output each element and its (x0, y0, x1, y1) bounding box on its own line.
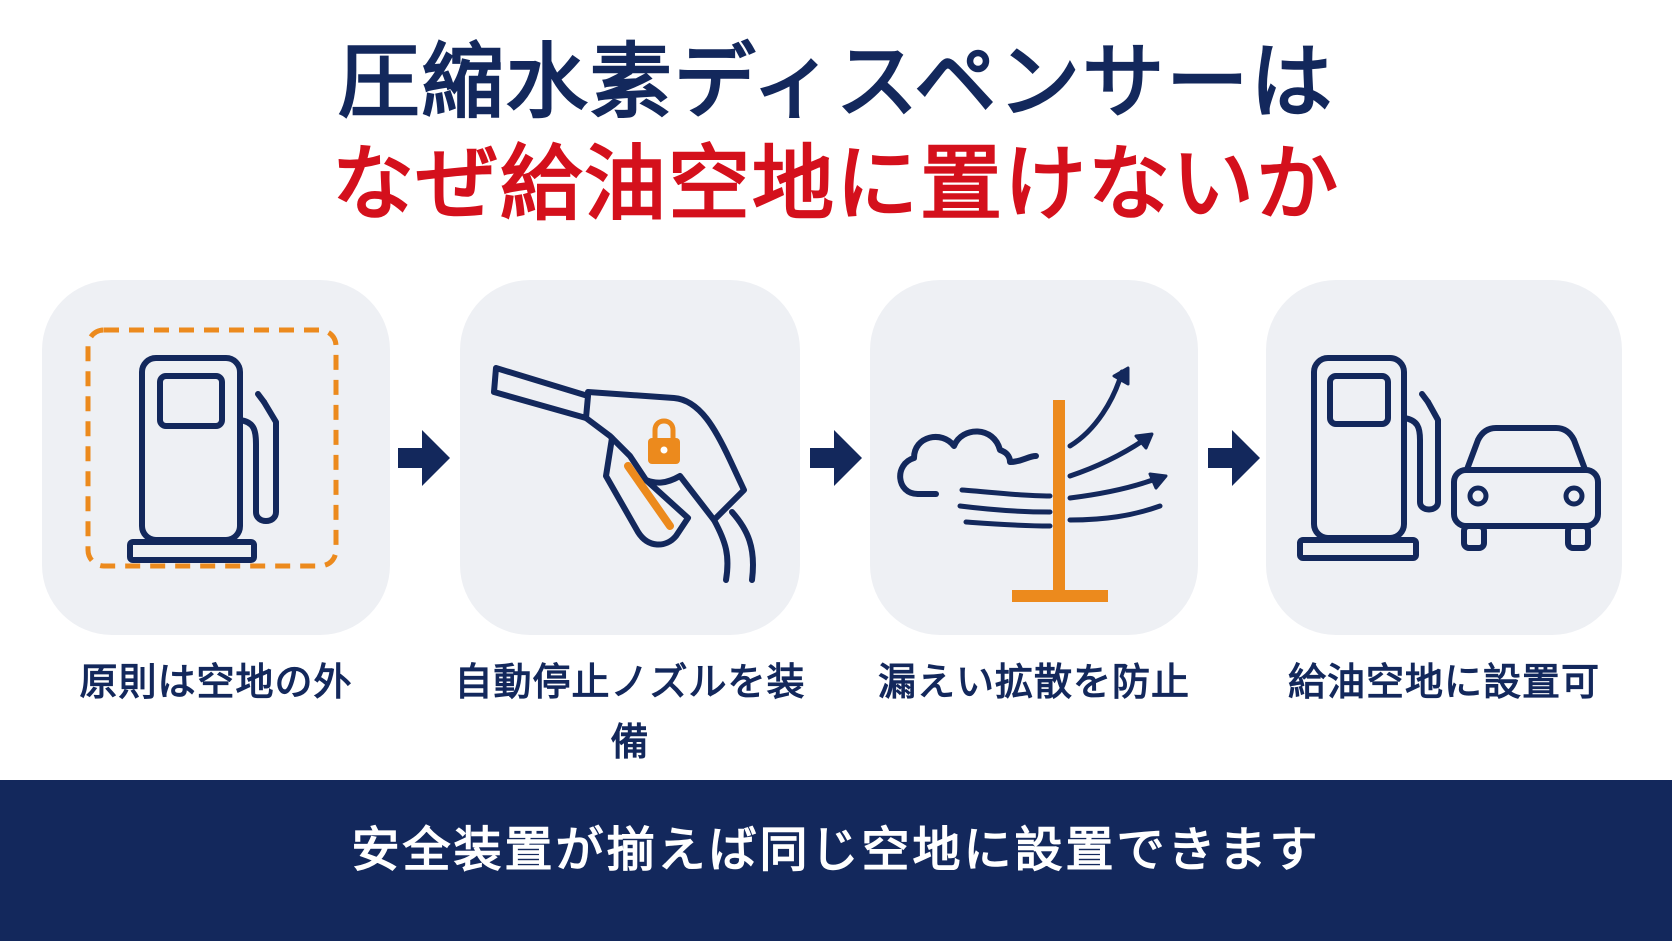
step-card-3 (870, 280, 1198, 635)
fuel-pump-in-dashed-boundary-icon (85, 327, 339, 569)
step-card-2 (460, 280, 800, 635)
step-card-1 (42, 280, 390, 635)
title-line-2: なぜ給油空地に置けないか (331, 137, 1340, 232)
right-arrow-icon (810, 430, 862, 486)
step-label-1: 原則は空地の外 (79, 660, 353, 704)
step-label-2: 自動停止ノズルを装備 (454, 660, 806, 764)
bottom-banner (0, 780, 1672, 941)
title-line-1: 圧縮水素ディスペンサーは (337, 35, 1335, 130)
right-arrow-icon (1208, 430, 1260, 486)
step-label-4: 給油空地に設置可 (1287, 660, 1600, 704)
step-label-3: 漏えい拡散を防止 (877, 660, 1190, 704)
right-arrow-icon (398, 430, 450, 486)
step-card-4 (1266, 280, 1622, 635)
cloud-barrier-diffusion-icon (897, 366, 1168, 602)
fuel-pump-with-car-icon (1297, 355, 1601, 561)
banner-text: 安全装置が揃えば同じ空地に設置できます (351, 822, 1321, 878)
locked-nozzle-icon (491, 365, 756, 583)
